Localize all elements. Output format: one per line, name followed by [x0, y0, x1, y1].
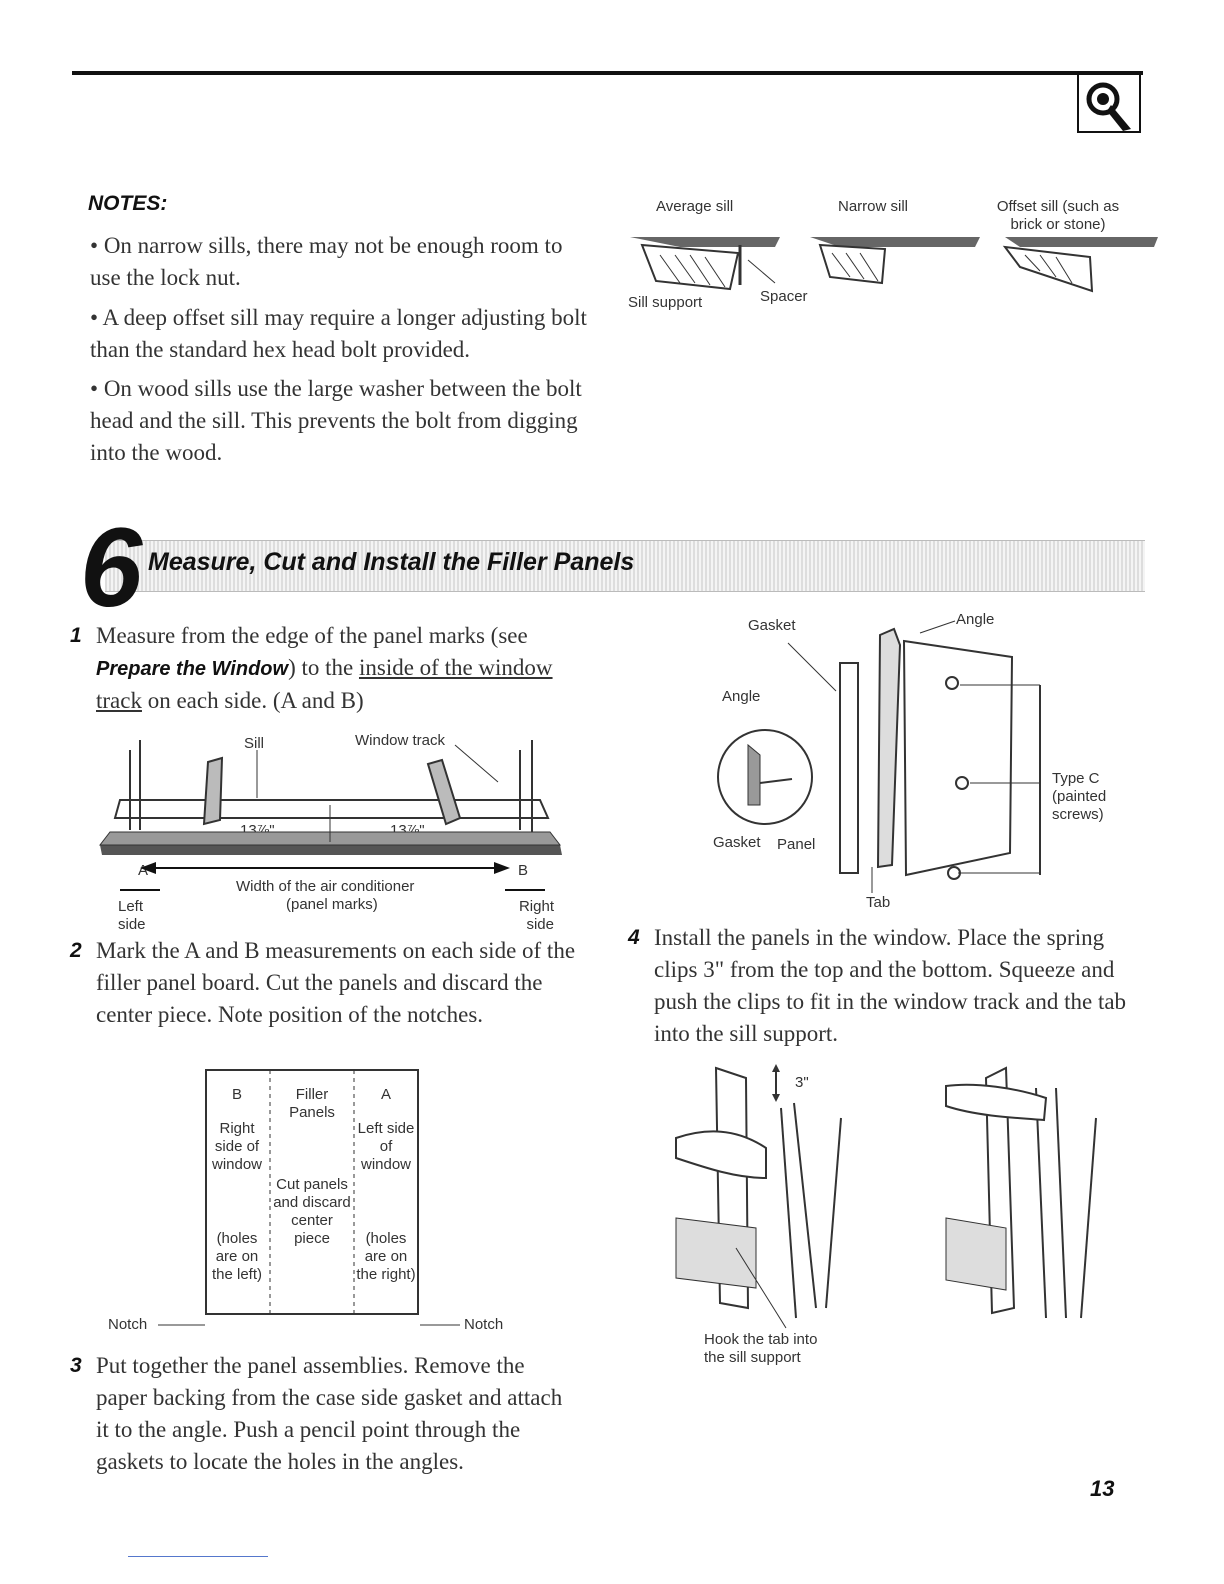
panel-label: Panel [777, 836, 816, 853]
filler-panels-label: Filler Panels [289, 1086, 335, 1121]
step-text: Measure from the edge of the panel marks… [96, 623, 528, 648]
sill-support-label: Sill support [628, 294, 703, 311]
filler-panel-outline [205, 1069, 419, 1315]
notch-leaders [158, 1324, 460, 1326]
note-item: • A deep offset sill may require a longe… [90, 305, 587, 362]
notch-right-label: Notch [464, 1316, 504, 1333]
gasket-top-label: Gasket [748, 617, 796, 634]
filler-b-label: B [231, 1086, 242, 1103]
note-text: A deep offset sill may require a longer … [90, 305, 587, 362]
note-text: On narrow sills, there may not be enough… [90, 233, 563, 290]
step-3: 3 Put together the panel assemblies. Rem… [70, 1350, 576, 1478]
step-text: Install the panels in the window. Place … [654, 925, 1127, 1046]
filler-left-side-label: Left side of window [357, 1120, 415, 1173]
step-number: 3 [70, 1354, 82, 1377]
filler-holes-left-label: (holes are on the left) [211, 1230, 263, 1283]
cross-reference: Prepare the Window [96, 658, 289, 680]
step-number: 1 [70, 624, 82, 647]
install-panels-illustration [675, 1064, 1097, 1329]
section-number: 6 [80, 505, 143, 630]
angle-left-label: Angle [722, 688, 761, 705]
panel-marks-label: (panel marks) [286, 896, 378, 913]
step-number: 2 [70, 939, 82, 962]
spacer-label: Spacer [760, 288, 808, 305]
notes-title: NOTES: [88, 192, 168, 215]
note-item: • On narrow sills, there may not be enou… [90, 233, 563, 290]
wrench-icon [1077, 73, 1141, 133]
section-title: Measure, Cut and Install the Filler Pane… [148, 548, 635, 576]
hook-tab-label: Hook the tab into the sill support [704, 1331, 818, 1366]
section-band [105, 540, 1145, 592]
left-side-label: Left side [118, 898, 146, 933]
gasket-bottom-label: Gasket [713, 834, 761, 851]
underlined-text: inside of the window track [96, 655, 553, 713]
tab-label: Tab [866, 894, 891, 911]
note-item: • On wood sills use the large washer bet… [90, 376, 582, 465]
step-text: ) to the [288, 655, 359, 680]
step-1: 1 Measure from the edge of the panel mar… [70, 620, 566, 717]
a-label: A [138, 862, 149, 879]
header-rule [72, 71, 1143, 75]
step-4: 4 Install the panels in the window. Plac… [628, 922, 1134, 1050]
filler-holes-right-label: (holes are on the right) [356, 1230, 416, 1283]
angle-top-label: Angle [956, 611, 995, 628]
width-label: Width of the air conditioner [236, 878, 415, 895]
step-text: on each side. (A and B) [141, 688, 364, 713]
b-label: B [518, 862, 529, 879]
step-text: Put together the panel assemblies. Remov… [96, 1353, 563, 1474]
right-side-label: Right side [518, 898, 554, 933]
panel-assembly-diagram [717, 620, 1041, 893]
type-c-label: Type C (painted screws) [1052, 770, 1107, 823]
notch-left-label: Notch [108, 1316, 148, 1333]
filler-right-side-label: Right side of window [211, 1120, 263, 1173]
step-number: 4 [628, 926, 640, 949]
window-track-label: Window track [355, 732, 446, 749]
three-inch-label: 3" [795, 1074, 809, 1091]
sill-illustrations [630, 237, 1158, 293]
narrow-sill-label: Narrow sill [838, 198, 909, 215]
window-diagram [98, 740, 562, 891]
filler-a-label: A [380, 1086, 391, 1103]
average-sill-label: Average sill [656, 198, 734, 215]
footer-rule [128, 1556, 268, 1557]
offset-sill-label: Offset sill (such as brick or stone) [996, 198, 1120, 233]
step-2: 2 Mark the A and B measurements on each … [70, 935, 576, 1031]
page-number: 13 [1090, 1476, 1115, 1501]
sill-label: Sill [244, 735, 265, 752]
note-text: On wood sills use the large washer betwe… [90, 376, 582, 465]
step-text: Mark the A and B measurements on each si… [96, 938, 576, 1027]
filler-cut-label: Cut panels and discard center piece [273, 1176, 351, 1247]
